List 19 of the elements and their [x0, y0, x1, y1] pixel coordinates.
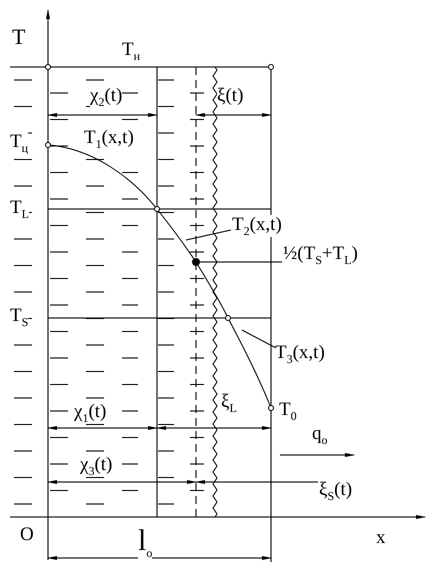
curve-label: T$_{2}$(x,t) [232, 215, 282, 237]
dimension-label: ξ(t) [217, 86, 244, 105]
temperature-label: T$_{S}$ [10, 306, 28, 328]
dimension-label: ξ$_{S}$(t) [319, 480, 352, 502]
curve-label: ½(T$_{S}$+T$_{L}$) [283, 244, 358, 266]
dimension-label: χ$_{2}$(t) [90, 86, 122, 108]
curve-label: T$_{3}$(x,t) [275, 343, 325, 365]
leader-line [186, 230, 232, 240]
temperature-label: T$_{0}$ [279, 400, 297, 422]
temperature-label: T$_{н}$ [122, 40, 140, 62]
dimension-label: χ$_{3}$(t) [80, 455, 112, 477]
temperature-label: T$_{L}$ [10, 198, 29, 220]
dimension-label: χ$_{1}$(t) [74, 402, 106, 424]
temperature-label: T$_{ц}$ [10, 132, 28, 154]
dimension-label: ξ$_{L}$ [221, 392, 237, 414]
region-label: T$_{1}$(x,t) [84, 128, 134, 150]
dimension-label: l$_{o}$ [138, 526, 152, 559]
leader-line [242, 330, 276, 348]
point-dot [192, 258, 200, 266]
